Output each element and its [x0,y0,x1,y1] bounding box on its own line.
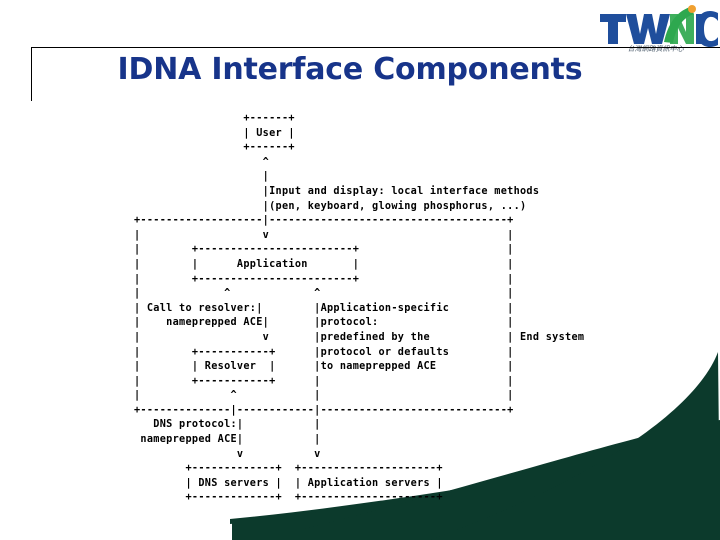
title-top-rule [31,47,720,48]
twnic-logo [600,5,718,48]
title-left-rule [31,47,32,101]
idna-interface-ascii-diagram: +------+ | User | +------+ ^ | |Input an… [134,113,585,504]
page-title: IDNA Interface Components [117,52,583,87]
